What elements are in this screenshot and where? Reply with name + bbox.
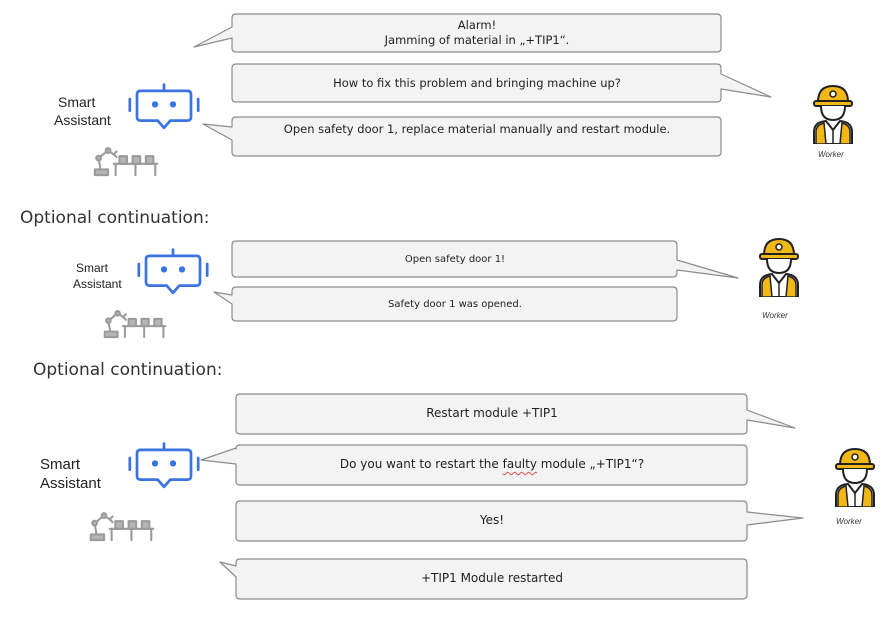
robot-arm-conveyor-icon — [89, 512, 155, 542]
worker-door-opened: Safety door 1 was opened. — [388, 298, 522, 310]
worker-restart-request: Restart module +TIP1 — [426, 406, 558, 421]
alarm-message: Alarm! Jamming of material in „+TIP1“. — [236, 14, 718, 52]
assistant-label-2: Assistant — [40, 475, 101, 492]
optional-continuation-heading: Optional continuation: — [20, 208, 210, 228]
robot-arm-conveyor-icon — [93, 147, 159, 177]
robot-arm-conveyor-icon — [103, 310, 167, 339]
bubble-how-to-fix — [231, 63, 772, 103]
confirm-text-end: module „+TIP1“? — [536, 457, 645, 472]
bubble-open-door — [231, 240, 739, 279]
bubble-restarted — [219, 558, 748, 600]
optional-continuation-heading: Optional continuation: — [33, 360, 223, 380]
alarm-title: Alarm! — [457, 18, 497, 33]
bubble-yes — [235, 500, 804, 542]
bubble-instructions — [202, 116, 722, 157]
robot-assistant-icon — [128, 442, 200, 489]
worker-label: Worker — [836, 517, 862, 526]
assistant-label-2: Assistant — [54, 112, 111, 128]
confirm-text-start: Do you want to restart the — [339, 457, 503, 472]
worker-label: Worker — [818, 150, 844, 159]
bubble-door-opened — [213, 286, 678, 322]
assistant-label-1: Smart — [40, 456, 81, 473]
confirm-text-marked: faulty — [502, 457, 537, 472]
worker-label: Worker — [762, 311, 788, 320]
worker-yes: Yes! — [479, 513, 505, 528]
bubble-alarm — [193, 13, 722, 53]
assistant-module-restarted: +TIP1 Module restarted — [420, 571, 564, 586]
assistant-label-2: Assistant — [73, 277, 122, 291]
assistant-label-1: Smart — [76, 261, 109, 275]
worker-helmet-icon — [759, 238, 799, 297]
assistant-instructions: Open safety door 1, replace material man… — [283, 121, 671, 136]
worker-question: How to fix this problem and bringing mac… — [333, 75, 621, 90]
assistant-open-door: Open safety door 1! — [404, 253, 506, 265]
worker-helmet-icon — [835, 448, 875, 507]
bubble-restart-request — [235, 393, 796, 435]
assistant-label-1: Smart — [58, 94, 96, 110]
worker-helmet-icon — [813, 85, 853, 144]
bubble-restart-confirm — [200, 444, 748, 486]
robot-assistant-icon — [137, 248, 209, 295]
alarm-detail: Jamming of material in „+TIP1“. — [384, 33, 570, 47]
assistant-restart-confirm: Do you want to restart the faulty module… — [240, 445, 744, 485]
robot-assistant-icon — [128, 83, 200, 130]
